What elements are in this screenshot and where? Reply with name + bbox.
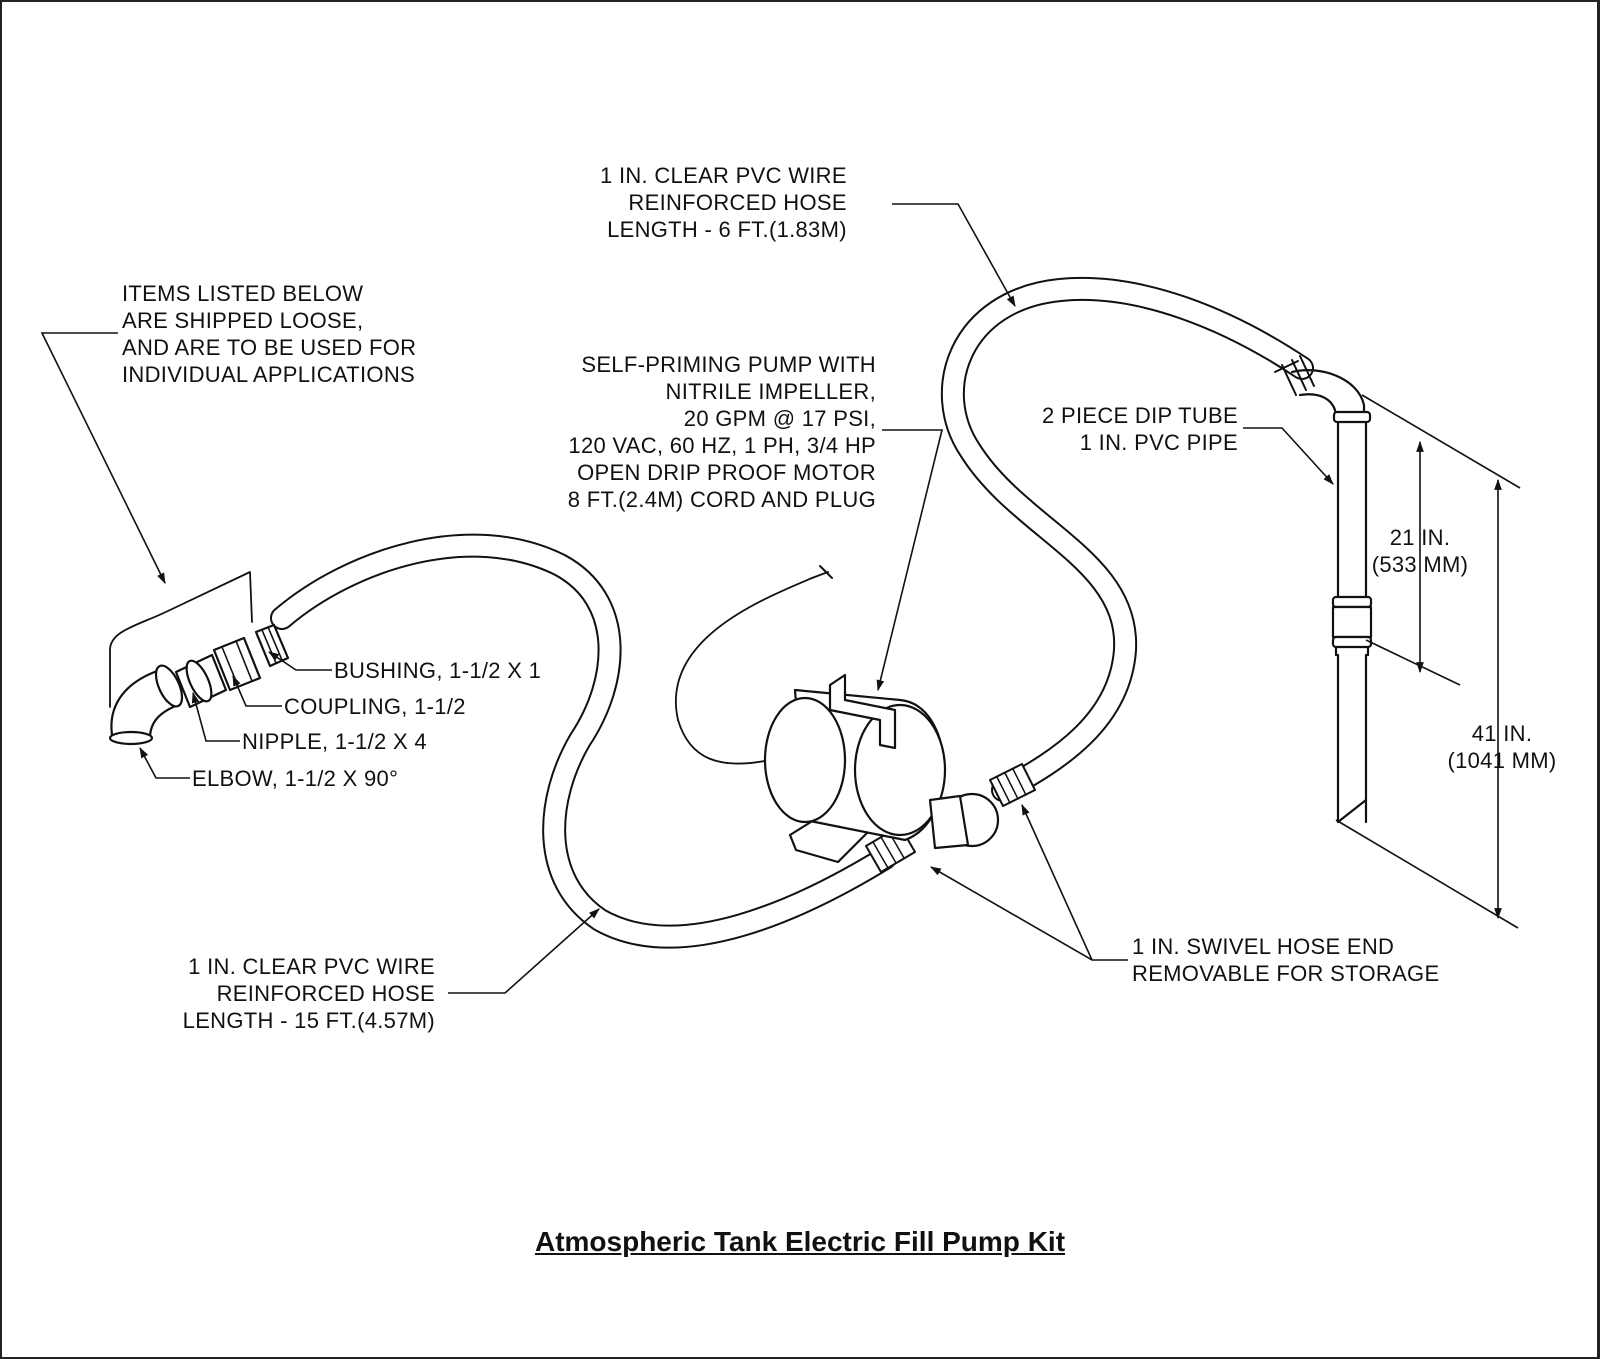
label-dim-41in: 41 IN. (1041 MM) xyxy=(1447,721,1557,773)
leader-elbow xyxy=(139,747,190,779)
leader-hose-6ft xyxy=(892,203,1016,307)
leader-nipple xyxy=(191,691,240,742)
leader-pump xyxy=(876,429,944,692)
diagram-title: Atmospheric Tank Electric Fill Pump Kit xyxy=(534,1226,1066,1257)
leader-hose-15ft xyxy=(448,908,600,994)
label-dip-tube: 2 PIECE DIP TUBE 1 IN. PVC PIPE xyxy=(1042,403,1238,455)
leader-bushing xyxy=(268,651,332,671)
label-dim-21in: 21 IN. (533 MM) xyxy=(1371,525,1469,577)
label-coupling: COUPLING, 1-1/2 xyxy=(284,694,466,719)
label-shipped-loose: ITEMS LISTED BELOW ARE SHIPPED LOOSE, AN… xyxy=(122,281,417,387)
leader-dip-tube xyxy=(1243,427,1334,485)
label-nipple: NIPPLE, 1-1/2 X 4 xyxy=(242,729,427,754)
label-elbow: ELBOW, 1-1/2 X 90° xyxy=(192,766,399,791)
fitting-assembly xyxy=(108,571,290,746)
pump-motor xyxy=(675,565,1000,864)
hose-15ft xyxy=(270,533,897,949)
label-hose-15ft: 1 IN. CLEAR PVC WIRE REINFORCED HOSE LEN… xyxy=(182,954,435,1033)
leader-coupling xyxy=(232,674,282,707)
label-hose-6ft: 1 IN. CLEAR PVC WIRE REINFORCED HOSE LEN… xyxy=(600,163,847,242)
label-pump: SELF-PRIMING PUMP WITH NITRILE IMPELLER,… xyxy=(567,352,876,512)
label-swivel-hose-end: 1 IN. SWIVEL HOSE END REMOVABLE FOR STOR… xyxy=(1132,934,1440,986)
label-bushing: BUSHING, 1-1/2 X 1 xyxy=(334,658,542,683)
leader-swivel-right xyxy=(1021,803,1093,961)
hose-6ft xyxy=(940,277,1314,802)
leader-shipped-loose xyxy=(40,332,166,584)
dimensions xyxy=(1335,394,1521,929)
leader-swivel-left xyxy=(930,866,1128,961)
swivel-hose-end-right xyxy=(989,763,1036,807)
dip-tube xyxy=(1274,355,1373,824)
